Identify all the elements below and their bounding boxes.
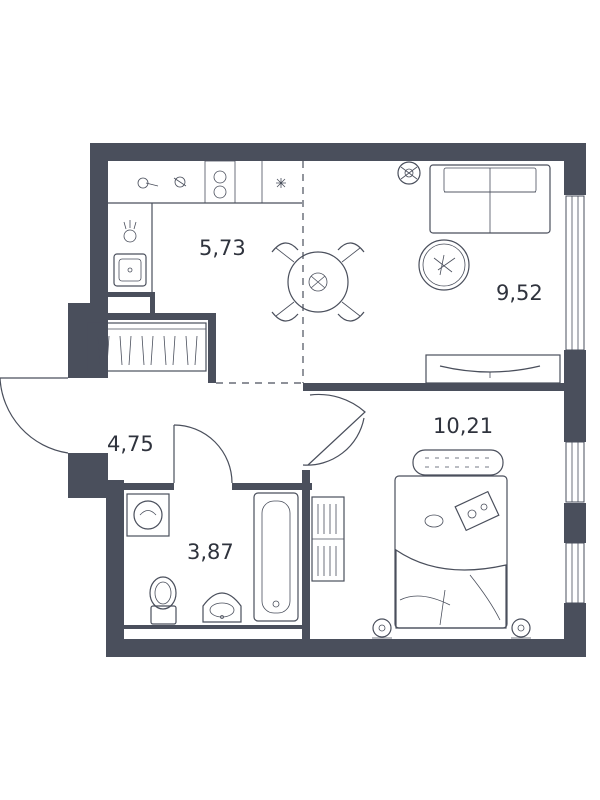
hall-area-label: 4,75 bbox=[107, 432, 154, 456]
hall-furniture bbox=[87, 322, 207, 372]
bathroom-area-label: 3,87 bbox=[187, 540, 234, 564]
toilet-icon bbox=[149, 576, 177, 625]
washer-icon bbox=[126, 493, 170, 537]
tray-icon bbox=[454, 490, 500, 532]
bedroom-area-label: 10,21 bbox=[433, 414, 493, 438]
bedroom-furniture bbox=[311, 449, 531, 639]
zone-dividers bbox=[216, 161, 304, 384]
wardrobe-icon bbox=[87, 322, 207, 372]
doors bbox=[0, 377, 366, 484]
dining-table-icon bbox=[271, 242, 365, 322]
living-area-label: 9,52 bbox=[496, 281, 543, 305]
headboard-icon bbox=[412, 449, 504, 476]
plant-icon bbox=[397, 161, 421, 185]
bathtub-icon bbox=[253, 492, 299, 622]
sofa-icon bbox=[429, 164, 551, 234]
fan-icon bbox=[511, 618, 531, 639]
bed-icon bbox=[394, 475, 508, 629]
sink-icon bbox=[113, 220, 147, 287]
bathroom-sink-icon bbox=[202, 592, 242, 623]
closet-icon bbox=[311, 496, 345, 582]
walls bbox=[68, 143, 586, 657]
kitchen-area-label: 5,73 bbox=[199, 236, 246, 260]
bathroom-furniture bbox=[126, 492, 299, 625]
cooktop-icon bbox=[213, 170, 227, 199]
kettle-icon bbox=[137, 176, 187, 189]
kitchen-furniture bbox=[108, 160, 365, 322]
coffee-table-icon bbox=[418, 239, 470, 291]
windows bbox=[565, 195, 585, 604]
fan-icon bbox=[372, 618, 392, 639]
living-furniture bbox=[397, 161, 561, 384]
tv-stand-icon bbox=[425, 354, 561, 384]
